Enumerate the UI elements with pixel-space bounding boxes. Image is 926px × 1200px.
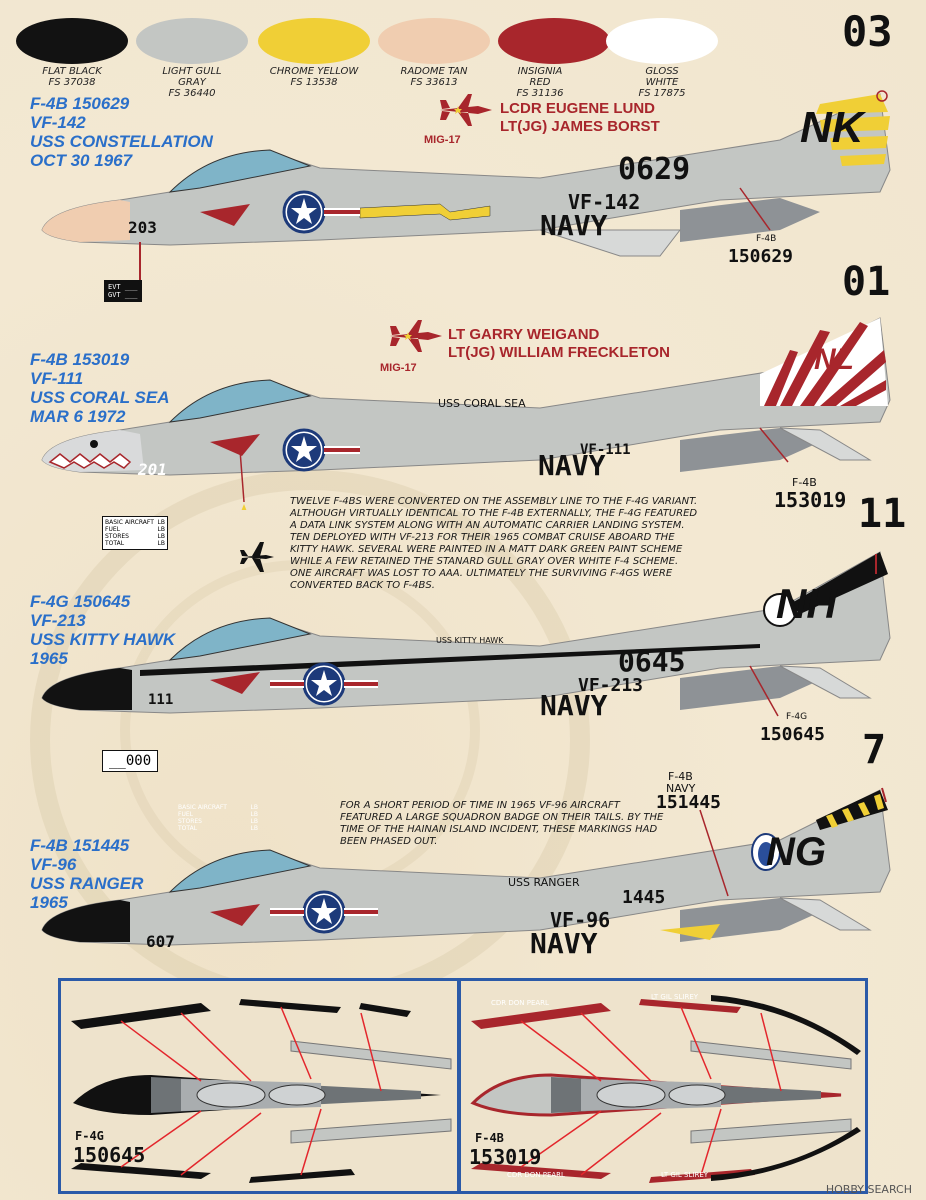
canopy-name-rio-bottom: LT GIL SLIREY xyxy=(661,1171,709,1179)
canopy-name-pilot-bottom: CDR DON PEARL xyxy=(507,1171,565,1179)
tail-code-3: NH xyxy=(776,580,837,627)
swatch-light-gull-gray xyxy=(136,18,248,64)
nose-number-3: 111 xyxy=(148,692,174,708)
f4g-history-note: TWELVE F-4Bs WERE CONVERTED ON THE ASSEM… xyxy=(290,496,698,591)
aircraft-profile-3 xyxy=(41,551,891,717)
aircraft-profile-2 xyxy=(41,317,891,510)
serial-navy-4: NAVY xyxy=(666,782,696,795)
ship-name-4: USS RANGER xyxy=(508,876,580,889)
modex-number-3: 11 xyxy=(858,491,907,537)
swatch-radome-tan xyxy=(378,18,490,64)
squadron-marking-4: VF-96 xyxy=(550,908,611,932)
vf96-history-note: FOR A SHORT PERIOD OF TIME IN 1965 VF-96… xyxy=(340,800,664,847)
serial-2: 153019 xyxy=(774,488,847,512)
side-number-1: 0629 xyxy=(618,152,691,187)
serial-type-1: F-4B xyxy=(756,234,777,244)
swatch-insignia-red xyxy=(498,18,610,64)
hobby-search-watermark: HOBBY SEARCH xyxy=(825,1183,912,1196)
swatch-flat-black xyxy=(16,18,128,64)
side-number-3: 0645 xyxy=(618,645,686,678)
canopy-name-pilot-top: CDR DON PEARL xyxy=(491,999,549,1007)
aircraft-silhouette-icon xyxy=(240,542,274,572)
side-number-4: 1445 xyxy=(622,887,666,908)
navy-marking-1: NAVY xyxy=(540,209,608,242)
navy-marking-2: NAVY xyxy=(538,449,606,482)
serial-1: 150629 xyxy=(728,246,794,267)
aircraft-profile-4 xyxy=(41,787,891,946)
serial-3: 150645 xyxy=(760,724,826,745)
nose-number-1: 203 xyxy=(128,218,157,237)
kill-type-label-2: MIG-17 xyxy=(380,362,417,374)
squadron-marking-2: VF-111 xyxy=(580,442,631,458)
ship-name-3: USS KITTY HAWK xyxy=(436,636,504,645)
evt-gvt-stencil: EVT ___GVT ___ xyxy=(104,280,142,302)
serial-stencil-box: __000 xyxy=(102,750,159,772)
kill-type-label: MIG-17 xyxy=(424,134,461,146)
modex-number-4: 7 xyxy=(862,727,887,773)
mig-kill-icon-2 xyxy=(390,320,442,352)
canopy-inset-f4g: F-4G 150645 xyxy=(58,978,460,1194)
canopy-name-rio-top: LT GIL SLIREY xyxy=(651,993,699,1001)
navy-marking-4: NAVY xyxy=(530,927,598,960)
inset-type-f4g: F-4G xyxy=(75,1129,104,1143)
squadron-marking-3: VF-213 xyxy=(578,675,644,696)
mig-kill-icon xyxy=(440,94,492,126)
canopy-diagram-f4b xyxy=(470,995,861,1183)
squadron-marking-1: VF-142 xyxy=(568,190,641,214)
tail-code-2: NL xyxy=(814,343,854,376)
tail-code-1: NK xyxy=(800,103,864,152)
inset-serial-f4b: 153019 xyxy=(469,1145,542,1169)
nose-number-4: 607 xyxy=(146,932,175,951)
tail-code-4: NG xyxy=(766,830,826,874)
inset-type-f4b: F-4B xyxy=(475,1131,504,1145)
serial-type-2: F-4B xyxy=(792,476,817,489)
swatch-gloss-white xyxy=(606,18,718,64)
swatch-chrome-yellow xyxy=(258,18,370,64)
aircraft-profile-1 xyxy=(41,90,891,280)
canopy-diagram-f4g xyxy=(71,999,452,1183)
modex-number-2: 01 xyxy=(842,259,891,305)
modex-number-1: 03 xyxy=(842,7,893,56)
navy-marking-3: NAVY xyxy=(540,689,608,722)
nose-number-2: 201 xyxy=(138,460,167,479)
ship-name-2: USS CORAL SEA xyxy=(438,397,526,410)
serial-type-3: F-4G xyxy=(786,712,808,722)
serial-4: 151445 xyxy=(656,792,722,813)
serial-type-4: F-4B xyxy=(668,770,693,783)
canopy-inset-f4b: CDR DON PEARL LT GIL SLIREY F-4B 153019 … xyxy=(458,978,868,1194)
inset-serial-f4g: 150645 xyxy=(73,1143,146,1167)
